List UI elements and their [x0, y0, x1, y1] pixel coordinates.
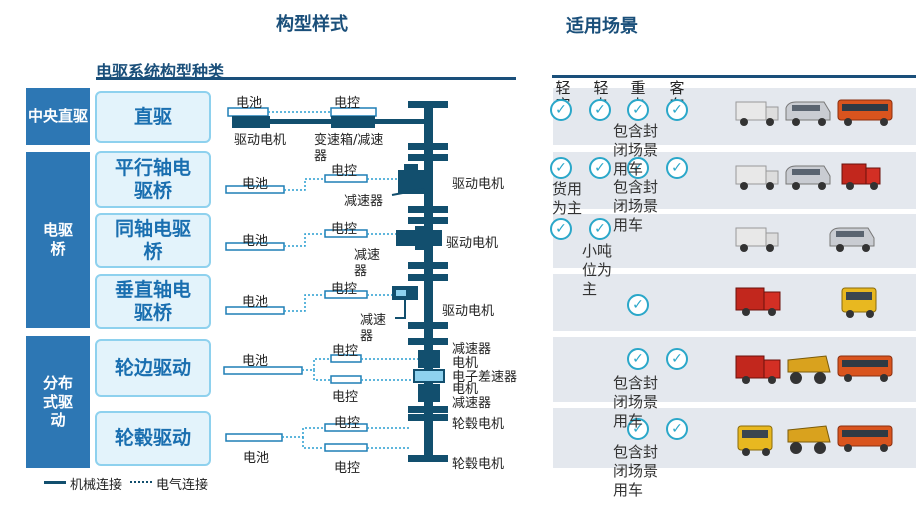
- tractor-truck-icon: [737, 425, 773, 456]
- label-controller: 电控: [334, 416, 361, 431]
- vehicle-row-6: [737, 425, 893, 456]
- heavy-truck-icon: [735, 355, 781, 384]
- label-drive-motor: 驱动电机: [442, 304, 495, 319]
- label-battery: 电池: [242, 354, 269, 369]
- scenario-underline: [552, 75, 916, 78]
- check-icon: ✓: [550, 99, 572, 121]
- check-icon: ✓: [589, 157, 611, 179]
- vehicle-row-4: [735, 287, 877, 318]
- label-reducer: 减速器: [452, 396, 492, 411]
- note-closed-scene: 包含封闭场景用车: [613, 178, 659, 234]
- type-direct: 直驱: [95, 91, 211, 143]
- category-central: 中央直驱: [26, 88, 90, 145]
- header-scenario: 适用场景: [566, 16, 638, 37]
- type-parallel-axle: 平行轴电驱桥: [95, 151, 211, 208]
- category-axle: 电驱桥: [26, 152, 90, 328]
- mining-truck-icon: [787, 355, 831, 384]
- label-drive-motor: 驱动电机: [452, 177, 505, 192]
- header-structure: 构型样式: [276, 14, 348, 35]
- label-motor: 电机: [452, 382, 479, 397]
- check-icon: ✓: [627, 157, 649, 179]
- type-coaxial-axle: 同轴电驱桥: [95, 213, 211, 268]
- note-closed-scene: 包含封闭场景用车: [613, 443, 659, 499]
- label-controller: 电控: [331, 164, 358, 179]
- label-diff: 电子差速器: [452, 370, 518, 385]
- types-title: 电驱系统构型种类: [96, 62, 225, 81]
- bus-icon: [837, 355, 893, 382]
- check-icon: ✓: [627, 348, 649, 370]
- label-reducer: 减速器: [344, 194, 384, 209]
- van-icon: [785, 165, 831, 190]
- check-icon: ✓: [666, 348, 688, 370]
- van-icon: [829, 227, 875, 252]
- check-icon: ✓: [589, 218, 611, 240]
- note-cargo: 货用为主: [552, 180, 583, 217]
- label-battery: 电池: [236, 96, 263, 111]
- legend-elec: 电气连接: [156, 478, 209, 493]
- bus-icon: [837, 99, 893, 126]
- check-icon: ✓: [627, 418, 649, 440]
- category-distributed: 分布式驱动: [26, 336, 90, 468]
- label-controller: 电控: [331, 282, 358, 297]
- label-reducer: 减速器: [354, 248, 381, 280]
- check-icon: ✓: [666, 99, 688, 121]
- label-battery: 电池: [242, 295, 269, 310]
- label-controller: 电控: [332, 344, 359, 359]
- check-icon: ✓: [627, 294, 649, 316]
- label-reducer: 减速器: [452, 342, 492, 357]
- check-icon: ✓: [589, 99, 611, 121]
- label-drive-motor: 驱动电机: [234, 133, 287, 148]
- label-hub-motor: 轮毂电机: [452, 457, 505, 472]
- check-icon: ✓: [550, 218, 572, 240]
- light-truck-icon: [735, 227, 779, 252]
- label-controller: 电控: [332, 390, 359, 405]
- type-hub: 轮毂驱动: [95, 411, 211, 466]
- heavy-truck-icon: [735, 287, 781, 316]
- vehicle-row-1: [735, 99, 893, 126]
- light-truck-icon: [735, 165, 779, 190]
- vehicle-row-2: [735, 163, 881, 190]
- label-battery: 电池: [243, 451, 270, 466]
- type-perpendicular-axle: 垂直轴电驱桥: [95, 274, 211, 329]
- check-icon: ✓: [627, 99, 649, 121]
- label-gearbox: 变速箱/减速器: [314, 133, 384, 165]
- type-wheel-side: 轮边驱动: [95, 339, 211, 397]
- title-underline: [96, 77, 516, 80]
- tractor-truck-icon: [841, 287, 877, 318]
- check-icon: ✓: [666, 157, 688, 179]
- mining-truck-icon: [787, 425, 831, 454]
- label-controller: 电控: [334, 461, 361, 476]
- label-battery: 电池: [242, 234, 269, 249]
- vehicle-row-3: [735, 227, 875, 252]
- van-icon: [785, 101, 831, 126]
- label-hub-motor: 轮毂电机: [452, 417, 505, 432]
- label-controller: 电控: [331, 222, 358, 237]
- note-closed-scene: 包含封闭场景用车: [613, 374, 659, 430]
- label-motor: 电机: [452, 356, 479, 371]
- label-battery: 电池: [242, 177, 269, 192]
- label-drive-motor: 驱动电机: [446, 236, 499, 251]
- note-small-ton: 小吨位为主: [582, 242, 613, 298]
- legend-mech: 机械连接: [70, 478, 123, 493]
- label-controller: 电控: [334, 96, 361, 111]
- check-icon: ✓: [666, 418, 688, 440]
- check-icon: ✓: [550, 157, 572, 179]
- heavy-truck-icon: [841, 163, 881, 190]
- light-truck-icon: [735, 101, 779, 126]
- note-closed-scene: 包含封闭场景用车: [613, 122, 659, 178]
- bus-icon: [837, 425, 893, 452]
- vehicle-row-5: [735, 355, 893, 384]
- label-reducer: 减速器: [360, 313, 387, 345]
